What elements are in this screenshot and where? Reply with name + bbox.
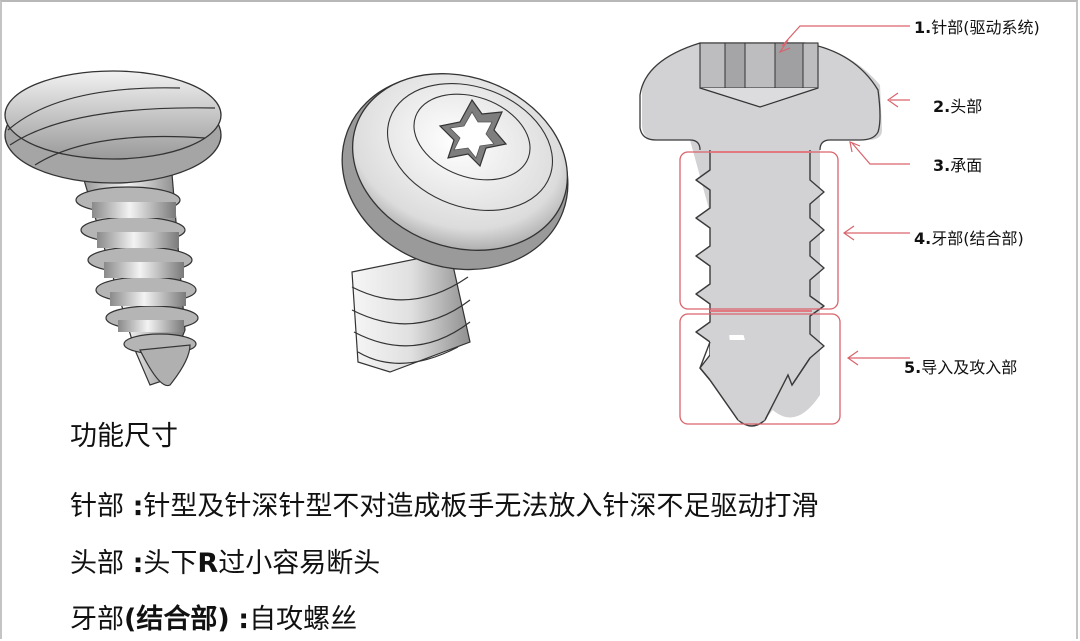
callout-1-drive-system: 1.针部(驱动系统): [914, 14, 1040, 38]
callout-4-thread: 4.牙部(结合部): [914, 225, 1024, 249]
desc-text-bold: R: [197, 548, 219, 579]
desc-colon: :: [132, 548, 144, 579]
desc-colon: :: [238, 604, 250, 635]
desc-colon: :: [132, 491, 144, 522]
callout-text: 针部(驱动系统): [931, 18, 1040, 37]
callout-number: 1.: [914, 18, 932, 37]
screw-3d-side-view: [4, 70, 222, 387]
desc-line-drive: 针部 :针型及针深针型不对造成板手无法放入针深不足驱动打滑: [70, 484, 818, 523]
desc-term: 牙部: [70, 604, 124, 635]
desc-line-head: 头部 :头下R过小容易断头: [70, 541, 380, 580]
desc-text-pre: 头下: [143, 548, 198, 579]
callout-number: 3.: [933, 156, 951, 175]
callout-text: 承面: [950, 156, 983, 175]
desc-term-bold: (结合部): [124, 604, 230, 635]
desc-text: 针型及针深针型不对造成板手无法放入针深不足驱动打滑: [143, 491, 819, 522]
screw-3d-torx-head-view: [341, 73, 569, 373]
callout-3-bearing-surface: 3.承面: [933, 152, 982, 176]
callout-number: 4.: [914, 229, 932, 248]
callout-text: 牙部(结合部): [931, 229, 1024, 248]
callout-2-head: 2.头部: [933, 93, 982, 117]
callout-number: 5.: [904, 358, 922, 377]
section-title: 功能尺寸: [70, 421, 178, 452]
desc-term: 头部: [70, 548, 124, 579]
callout-text: 头部: [950, 97, 983, 116]
callout-number: 2.: [933, 97, 951, 116]
desc-line-thread: 牙部(结合部) :自攻螺丝: [70, 597, 357, 636]
desc-term: 针部: [70, 491, 124, 522]
screw-cross-section-diagram: [639, 25, 910, 427]
callout-5-lead-in: 5.导入及攻入部: [904, 354, 1017, 378]
callout-text: 导入及攻入部: [921, 358, 1018, 377]
desc-text-post: 过小容易断头: [218, 548, 381, 579]
desc-text: 自攻螺丝: [249, 604, 358, 635]
